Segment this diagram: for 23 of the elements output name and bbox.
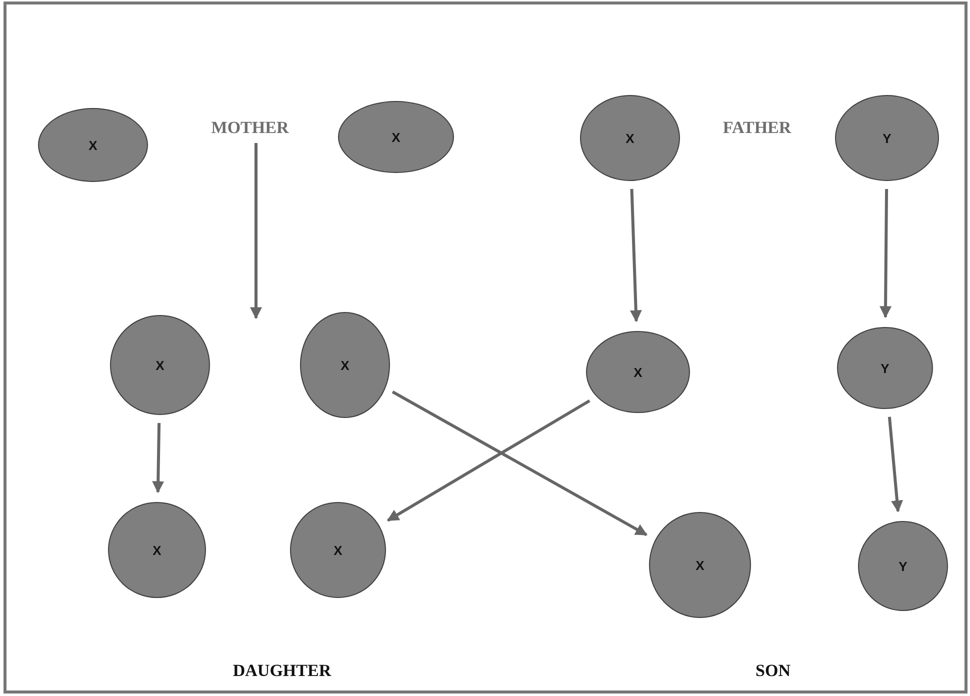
chromosome-letter: X bbox=[634, 364, 642, 380]
offspring-label: SON bbox=[756, 661, 790, 681]
chromosome-letter: X bbox=[392, 130, 400, 144]
chromosome-letter: Y bbox=[898, 558, 908, 574]
chromosome-letter: Y bbox=[882, 130, 892, 146]
chromosome-letter: X bbox=[152, 542, 162, 558]
chromosome-letter: X bbox=[334, 542, 342, 558]
arrow bbox=[386, 399, 590, 522]
arrow bbox=[888, 416, 904, 512]
chromosome-letter: X bbox=[156, 358, 164, 372]
arrow bbox=[250, 143, 262, 320]
chromosome-letter: Y bbox=[880, 360, 890, 376]
chromosome-letter: X bbox=[340, 358, 350, 372]
parent-label: FATHER bbox=[722, 118, 792, 138]
chromosome-letter: X bbox=[696, 558, 704, 572]
chromosome-letter: X bbox=[88, 138, 98, 152]
arrow bbox=[392, 390, 648, 536]
parent-label: MOTHER bbox=[211, 118, 289, 138]
arrow bbox=[880, 188, 892, 318]
arrow bbox=[152, 422, 164, 494]
arrow bbox=[630, 188, 642, 322]
offspring-label: DAUGHTER bbox=[232, 661, 332, 681]
chromosome-letter: X bbox=[626, 130, 634, 146]
